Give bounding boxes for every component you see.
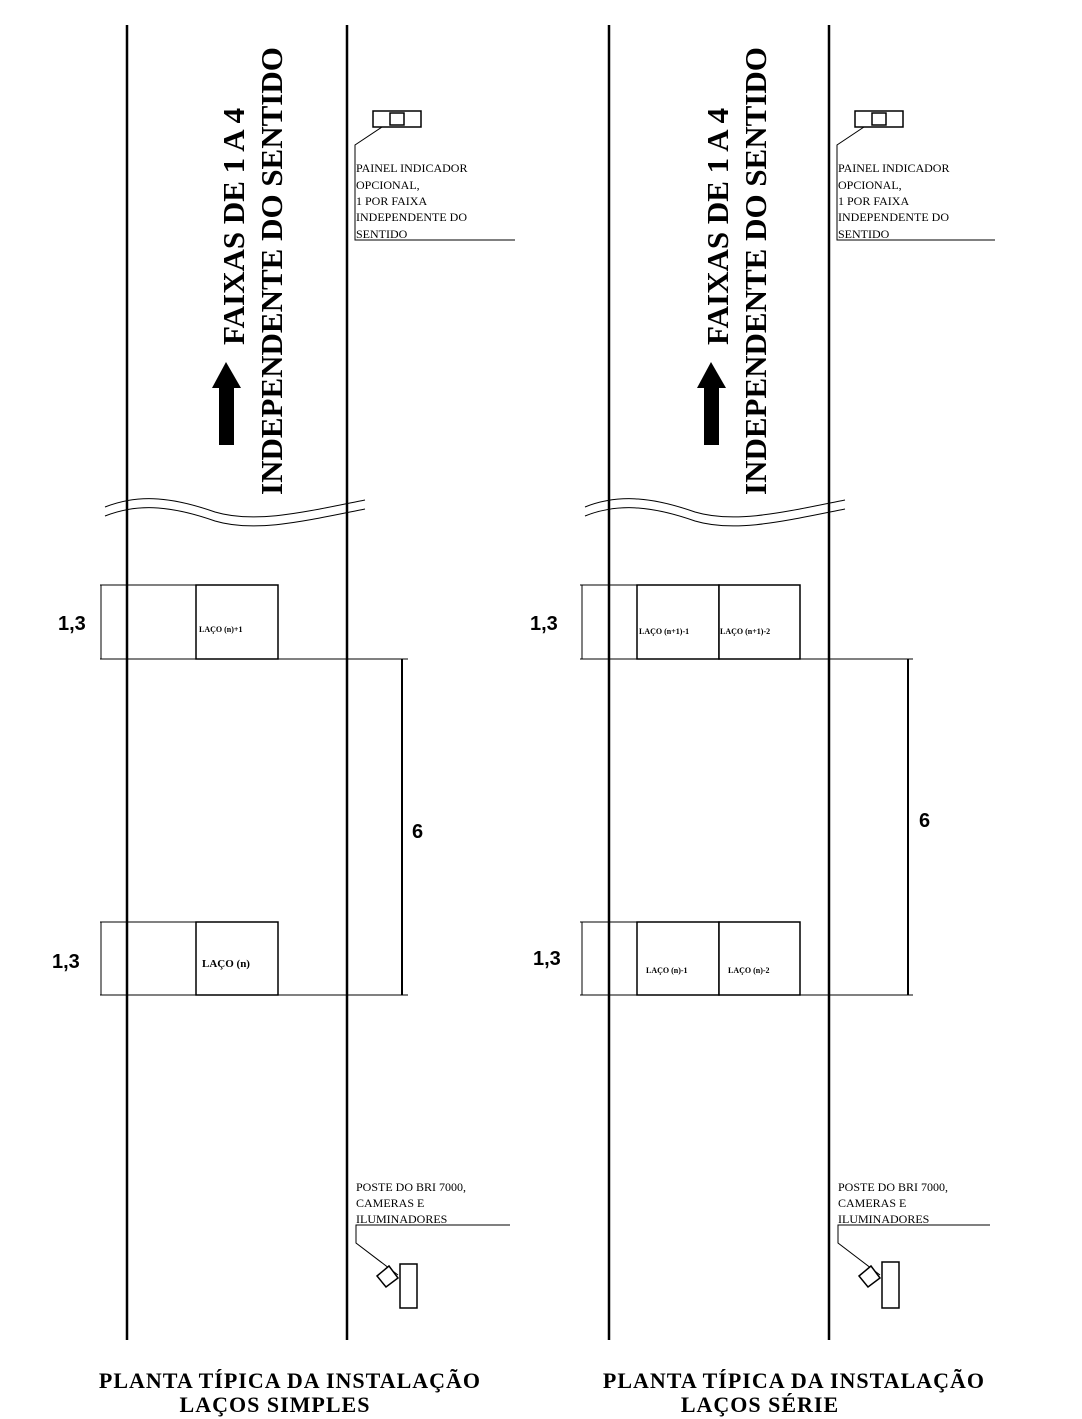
svg-text:PAINEL INDICADOR: PAINEL INDICADOR bbox=[838, 161, 949, 175]
svg-text:POSTE DO BRI 7000,: POSTE DO BRI 7000, bbox=[356, 1180, 466, 1194]
svg-text:ILUMINADORES: ILUMINADORES bbox=[356, 1212, 447, 1226]
plan-title-line1: PLANTA TÍPICA DA INSTALAÇÃO bbox=[99, 1368, 481, 1393]
dimension-label: 6 bbox=[412, 821, 423, 843]
pole-note: POSTE DO BRI 7000, CAMERAS E ILUMINADORE… bbox=[838, 1180, 948, 1226]
leader-line bbox=[836, 126, 995, 241]
loop-label: LAÇO (n+1)-1 bbox=[639, 627, 689, 636]
break-line bbox=[104, 507, 366, 527]
direction-label-line1: FAIXAS DE 1 A 4 bbox=[700, 108, 735, 345]
svg-text:CAMERAS E: CAMERAS E bbox=[838, 1196, 906, 1210]
arrow-up-icon bbox=[697, 362, 726, 445]
dimension-label: 6 bbox=[919, 810, 930, 832]
camera-pole-icon bbox=[375, 1263, 418, 1309]
svg-text:OPCIONAL,: OPCIONAL, bbox=[356, 178, 420, 192]
pole-note: POSTE DO BRI 7000, CAMERAS E ILUMINADORE… bbox=[356, 1180, 466, 1226]
dimension-label: 1,3 bbox=[58, 613, 86, 635]
direction-label-line2: INDEPENDENTE DO SENTIDO bbox=[254, 47, 289, 495]
panel-note: PAINEL INDICADOR OPCIONAL, 1 POR FAIXA I… bbox=[838, 161, 949, 241]
svg-text:1 POR FAIXA: 1 POR FAIXA bbox=[838, 194, 909, 208]
dimension-label: 1,3 bbox=[52, 951, 80, 973]
leader-line bbox=[837, 1224, 990, 1276]
loop-box bbox=[636, 921, 720, 996]
loop-label: LAÇO (n)+1 bbox=[199, 625, 242, 634]
svg-text:SENTIDO: SENTIDO bbox=[838, 227, 890, 241]
panel-simples: FAIXAS DE 1 A 4 INDEPENDENTE DO SENTIDO … bbox=[52, 25, 515, 1417]
svg-text:POSTE DO BRI 7000,: POSTE DO BRI 7000, bbox=[838, 1180, 948, 1194]
loop-box bbox=[718, 584, 801, 660]
loop-label: LAÇO (n)-1 bbox=[646, 966, 688, 975]
leader-line bbox=[355, 1224, 510, 1276]
loop-box bbox=[195, 921, 279, 996]
direction-label-line2: INDEPENDENTE DO SENTIDO bbox=[738, 47, 773, 495]
svg-text:1 POR FAIXA: 1 POR FAIXA bbox=[356, 194, 427, 208]
break-line bbox=[584, 498, 846, 518]
svg-text:OPCIONAL,: OPCIONAL, bbox=[838, 178, 902, 192]
break-line bbox=[104, 498, 366, 518]
loop-box bbox=[718, 921, 801, 996]
indicator-panel-icon bbox=[854, 110, 904, 128]
plan-title-line1: PLANTA TÍPICA DA INSTALAÇÃO bbox=[603, 1368, 985, 1393]
panel-note: PAINEL INDICADOR OPCIONAL, 1 POR FAIXA I… bbox=[356, 161, 467, 241]
loop-box bbox=[636, 584, 720, 660]
loop-label: LAÇO (n+1)-2 bbox=[720, 627, 770, 636]
dimension-label: 1,3 bbox=[530, 613, 558, 635]
plan-title-line2: LAÇOS SÉRIE bbox=[681, 1392, 839, 1417]
arrow-up-icon bbox=[212, 362, 241, 445]
direction-label-line1: FAIXAS DE 1 A 4 bbox=[216, 108, 251, 345]
svg-text:PAINEL INDICADOR: PAINEL INDICADOR bbox=[356, 161, 467, 175]
plan-title-line2: LAÇOS SIMPLES bbox=[180, 1392, 371, 1417]
svg-text:INDEPENDENTE DO: INDEPENDENTE DO bbox=[356, 210, 467, 224]
svg-text:INDEPENDENTE DO: INDEPENDENTE DO bbox=[838, 210, 949, 224]
dimension-label: 1,3 bbox=[533, 948, 561, 970]
panel-serie: FAIXAS DE 1 A 4 INDEPENDENTE DO SENTIDO … bbox=[530, 25, 995, 1417]
svg-text:SENTIDO: SENTIDO bbox=[356, 227, 408, 241]
camera-pole-icon bbox=[857, 1261, 900, 1309]
loop-label: LAÇO (n)-2 bbox=[728, 966, 770, 975]
indicator-panel-icon bbox=[372, 110, 422, 128]
svg-text:CAMERAS E: CAMERAS E bbox=[356, 1196, 424, 1210]
break-line bbox=[584, 507, 846, 527]
leader-line bbox=[354, 126, 515, 241]
svg-text:ILUMINADORES: ILUMINADORES bbox=[838, 1212, 929, 1226]
loop-label: LAÇO (n) bbox=[202, 958, 250, 970]
loop-box bbox=[195, 584, 279, 660]
